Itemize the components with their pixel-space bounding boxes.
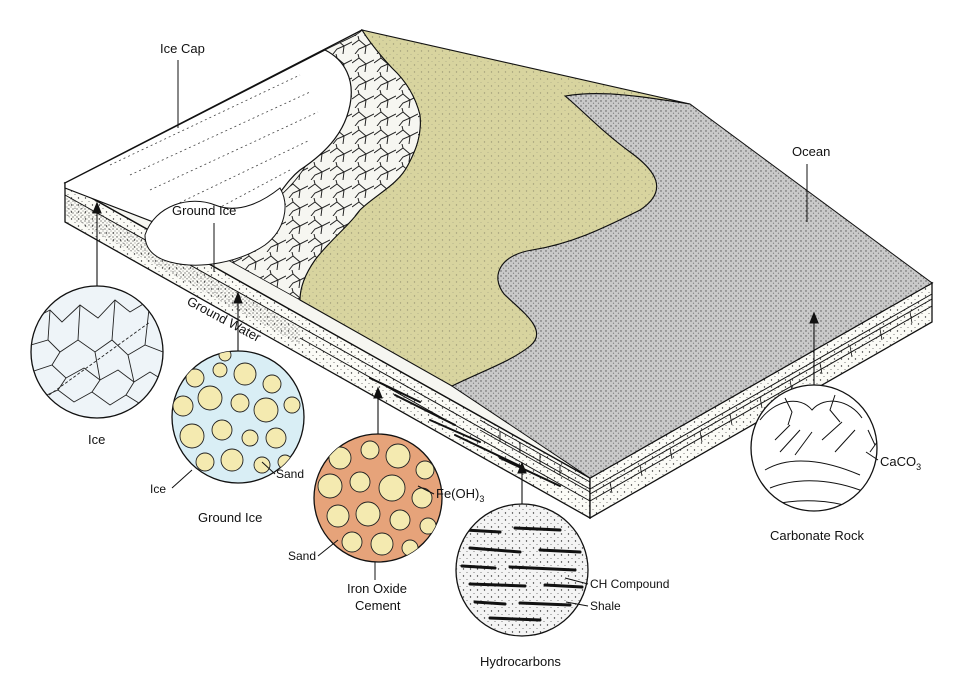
label-sand-ground: Sand <box>276 467 304 481</box>
circle-hydrocarbons <box>455 503 589 637</box>
leader-sand-iron <box>317 539 339 557</box>
label-ice-cap: Ice Cap <box>160 41 205 56</box>
leader-ch-compound <box>564 577 589 585</box>
label-iron-oxide-2: Cement <box>355 598 401 613</box>
label-hydrocarbons: Hydrocarbons <box>480 654 561 669</box>
label-caco3: CaCO3 <box>880 454 921 472</box>
ground-ice-lobe <box>144 187 286 266</box>
leader-shale <box>565 601 589 607</box>
label-ch-compound: CH Compound <box>590 577 669 591</box>
label-fe-oh3: Fe(OH)3 <box>436 486 484 504</box>
label-ice-ground: Ice <box>150 482 166 496</box>
fe-oh3-main: Fe(OH) <box>436 486 479 501</box>
arrows <box>92 201 819 504</box>
circle-carbonate-rock <box>750 384 878 512</box>
label-carbonate-rock: Carbonate Rock <box>770 528 864 543</box>
land-speckle <box>300 30 690 386</box>
circle-ground-ice <box>171 350 305 484</box>
leader-sand-ground <box>261 461 276 475</box>
caco3-main: CaCO <box>880 454 916 469</box>
caco3-sub: 3 <box>916 462 921 472</box>
leader-fe-oh3 <box>417 485 435 495</box>
label-ice-circle: Ice <box>88 432 105 447</box>
block-front-face-stipple <box>65 183 590 518</box>
fe-oh3-sub: 3 <box>479 494 484 504</box>
carbonate-bricks <box>609 311 913 494</box>
label-iron-oxide-1: Iron Oxide <box>347 581 407 596</box>
shale-lenses <box>369 377 561 487</box>
label-shale: Shale <box>590 599 621 613</box>
label-ocean: Ocean <box>792 144 830 159</box>
front-dense-stipple <box>65 195 300 345</box>
circle-ice <box>30 285 164 419</box>
label-ground-ice-block: Ground Ice <box>172 203 236 218</box>
label-ground-ice-circle: Ground Ice <box>198 510 262 525</box>
leader-caco3 <box>865 451 879 461</box>
circle-iron-oxide <box>313 433 443 563</box>
leader-ice-ground <box>171 469 193 489</box>
shale-bricks <box>479 419 591 493</box>
label-sand-iron: Sand <box>288 549 316 563</box>
